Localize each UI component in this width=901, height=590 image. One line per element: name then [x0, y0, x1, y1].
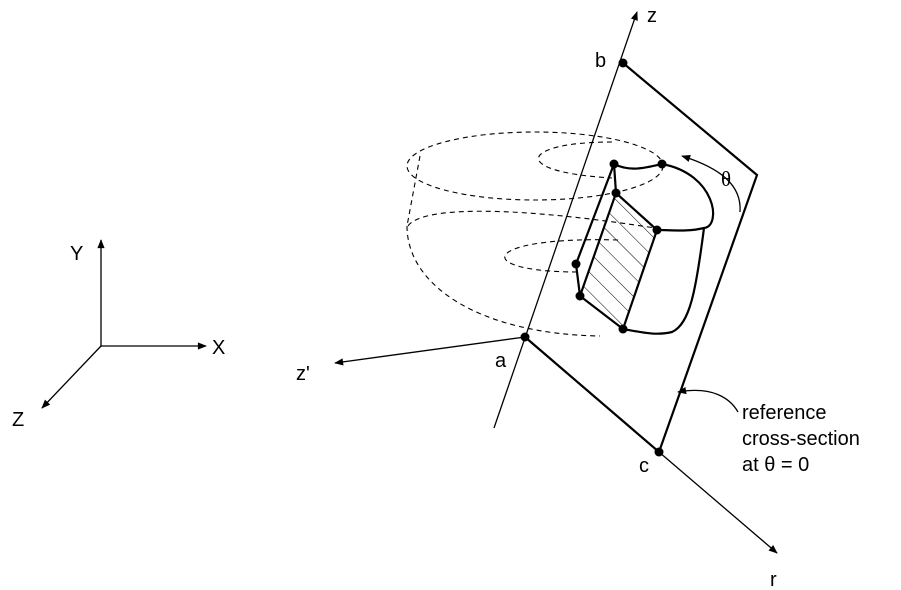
node-section-top-left — [609, 159, 619, 169]
node-section-top-right — [657, 159, 667, 169]
local-axes: z z' r — [296, 5, 778, 590]
point-labels: b a c — [495, 50, 649, 477]
nodes — [520, 58, 667, 457]
node-b — [618, 58, 628, 68]
annotation-leader — [677, 387, 739, 413]
theta-indicator: θ — [681, 155, 741, 213]
side-face-arc — [622, 227, 706, 335]
outer-top-ellipse — [406, 131, 664, 201]
node-section-lower-left — [575, 291, 585, 301]
local-z-prime-label: z' — [296, 363, 310, 385]
global-z-axis — [41, 345, 102, 409]
theta-label: θ — [721, 167, 731, 191]
inner-bottom-ellipse — [504, 239, 619, 273]
global-z-label: Z — [12, 409, 24, 431]
outer-bottom-arc — [406, 225, 601, 337]
outer-left-edge — [406, 155, 421, 227]
annotation-line-3: at θ = 0 — [742, 454, 809, 476]
inner-top-ellipse — [537, 141, 613, 179]
reference-plane — [524, 62, 759, 454]
local-z-label: z — [647, 5, 657, 27]
point-b-label: b — [595, 50, 606, 72]
top-face-front — [613, 162, 663, 170]
global-y-label: Y — [70, 243, 83, 265]
node-section-mid-left — [571, 259, 581, 269]
top-face-arc — [656, 162, 715, 232]
annotation-group: reference cross-section at θ = 0 — [677, 387, 860, 476]
point-a-label: a — [495, 350, 507, 372]
global-axes: Y X Z — [12, 239, 225, 431]
node-section-upper-left — [611, 188, 621, 198]
local-r-label: r — [770, 569, 777, 590]
node-c — [654, 447, 664, 457]
local-z-axis — [493, 11, 638, 429]
point-c-label: c — [639, 455, 649, 477]
section-top-edge — [612, 163, 618, 194]
theta-arrow — [681, 155, 741, 213]
hatched-cross-section — [580, 193, 657, 329]
node-section-upper-right — [652, 225, 662, 235]
plane-outline — [524, 62, 759, 454]
node-section-lower-right — [618, 324, 628, 334]
annotation-line-2: cross-section — [742, 428, 860, 450]
local-z-prime-axis — [334, 336, 526, 366]
global-x-label: X — [212, 337, 225, 359]
local-r-axis — [658, 451, 778, 554]
annotation-line-1: reference — [742, 402, 827, 424]
cross-section-solid — [574, 162, 715, 335]
outer-mid-arc — [407, 210, 656, 229]
node-a — [520, 332, 530, 342]
